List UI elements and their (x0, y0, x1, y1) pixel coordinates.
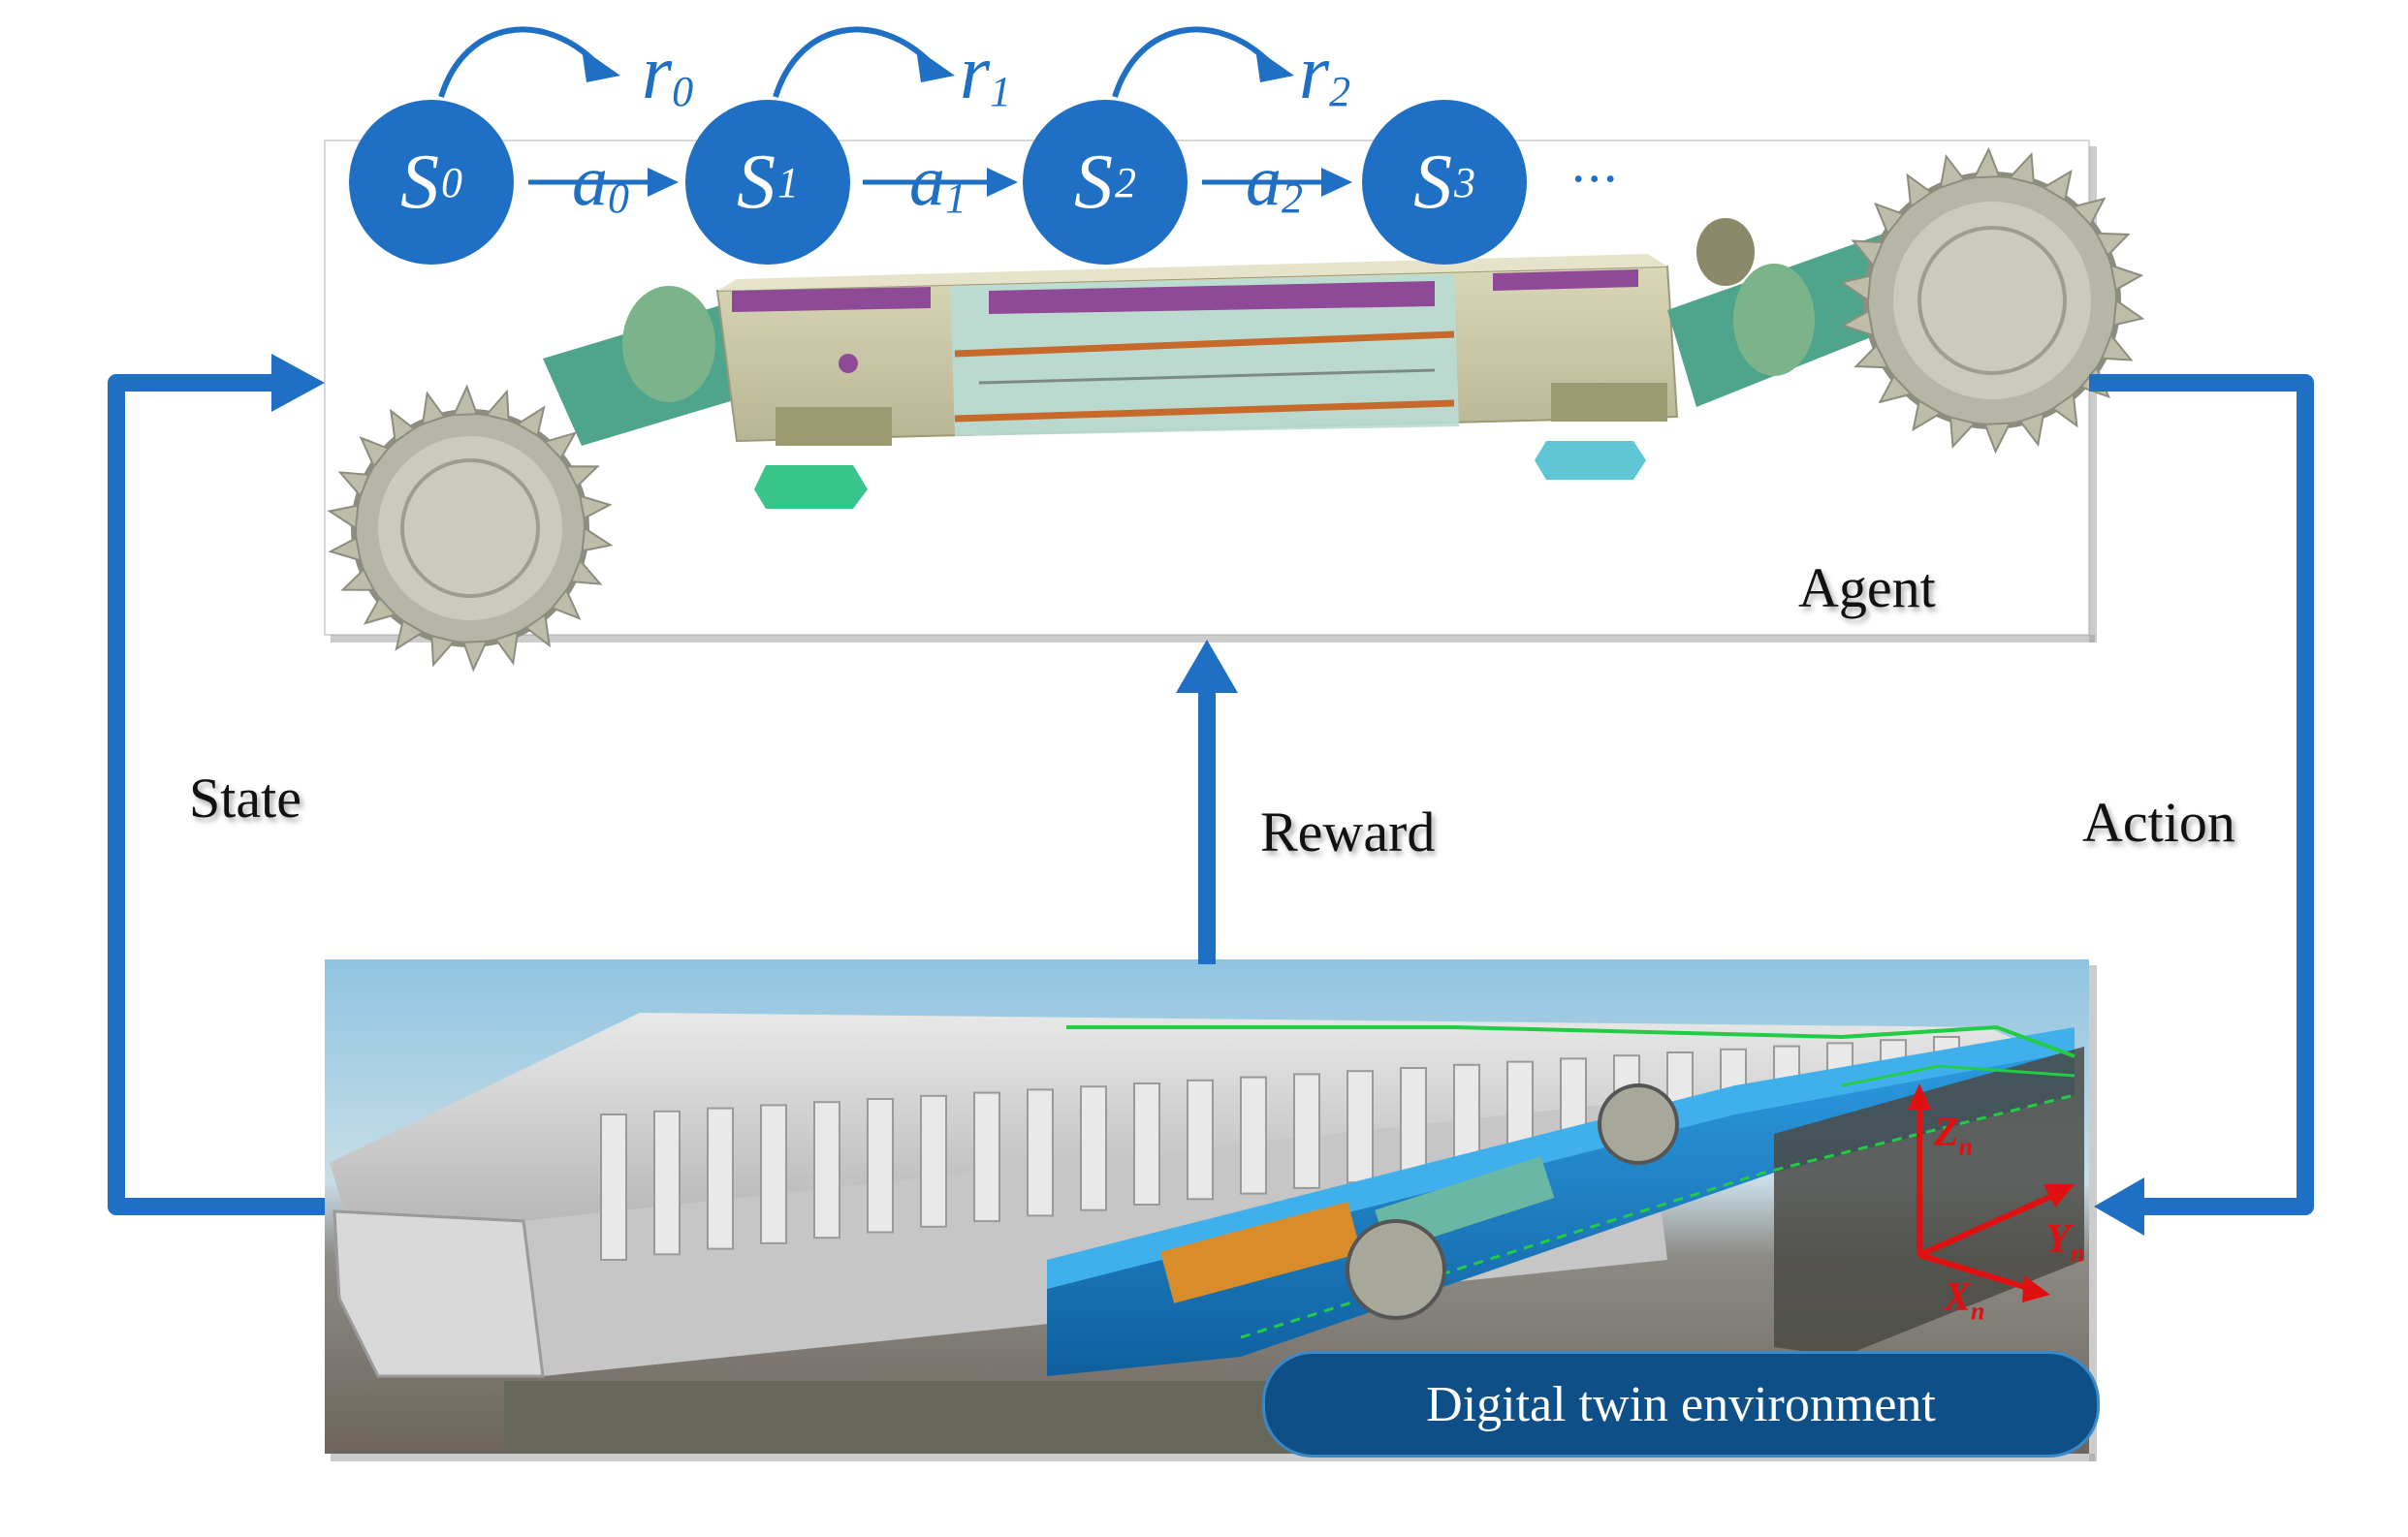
state-arrow (108, 374, 325, 1215)
support-leg (1400, 1067, 1427, 1178)
support-leg (920, 1094, 947, 1228)
support-leg (1240, 1076, 1267, 1195)
support-leg (760, 1104, 787, 1244)
drum-tooth (1840, 309, 1875, 337)
drum-tooth (2109, 264, 2144, 292)
agent-label: Agent (1798, 556, 1936, 619)
drum-tooth (1939, 153, 1966, 190)
drum-tooth (484, 389, 510, 423)
drum-tooth (1906, 173, 1933, 209)
drum-tooth (1874, 202, 1905, 235)
drum-tooth (578, 494, 613, 520)
drum-tooth (564, 465, 600, 488)
drum-tooth (2071, 197, 2107, 227)
action-label-2: a2 (1246, 141, 1303, 222)
drum-tooth (1878, 374, 1914, 404)
support-leg (1027, 1088, 1054, 1217)
support-leg (707, 1107, 734, 1250)
right-drum-teeth (1839, 146, 2145, 455)
drum-tooth (516, 405, 546, 438)
support-leg (1347, 1070, 1374, 1184)
support-leg (973, 1091, 1000, 1223)
drum-tooth (2042, 169, 2073, 203)
state-label: State (189, 767, 301, 830)
reward-label-1: r1 (960, 30, 1012, 115)
drum-tooth (337, 471, 371, 498)
drum-tooth (569, 558, 603, 585)
drum-tooth (395, 618, 425, 651)
drum-tooth (1851, 239, 1885, 267)
drum-tooth (461, 640, 489, 673)
drum-tooth (1949, 416, 1977, 449)
drum-tooth (550, 587, 582, 620)
drum-tooth (327, 504, 360, 530)
drum-tooth (359, 436, 391, 469)
drum-tooth (328, 536, 363, 562)
support-leg (1187, 1079, 1214, 1201)
support-leg (600, 1114, 627, 1261)
drum-tooth (1973, 146, 2001, 179)
reward-label-2: r2 (1299, 30, 1351, 115)
axis-x-label: Xn (1944, 1275, 1985, 1326)
drum-tooth (452, 384, 479, 417)
drum-tooth (389, 408, 416, 444)
chain-ellipsis: ··· (1570, 151, 1619, 209)
drum-tooth (363, 596, 397, 625)
action-label: Action (2082, 791, 2235, 854)
environment-badge: Digital twin environment (1262, 1351, 2100, 1458)
drum-tooth (1839, 274, 1872, 302)
drum-tooth (2095, 232, 2131, 258)
drum-tooth (2112, 298, 2145, 327)
drum-tooth (421, 391, 446, 426)
drum-tooth (1912, 398, 1943, 432)
longwall-face-environment-icon (330, 1013, 2084, 1454)
mdp-chain (438, 26, 1352, 197)
left-drum-teeth (327, 384, 614, 673)
axis-y-label: Yn (2045, 1217, 2085, 1268)
drum-tooth (2100, 333, 2134, 361)
drum-tooth (2018, 411, 2045, 448)
drum-tooth (1983, 422, 2012, 455)
support-leg (653, 1110, 681, 1256)
drum-tooth (430, 634, 457, 668)
action-label-0: a0 (572, 141, 629, 222)
drum-tooth (543, 431, 578, 460)
support-leg (1080, 1085, 1107, 1211)
action-arrow (2089, 374, 2314, 1215)
drum-tooth (581, 526, 614, 552)
support-leg (867, 1098, 894, 1234)
axis-z-label: Zn (1934, 1111, 1974, 1161)
drum-tooth (2008, 152, 2036, 185)
reward-label-0: r0 (642, 30, 694, 115)
reward-label: Reward (1260, 800, 1436, 863)
support-leg (1293, 1073, 1320, 1189)
drum-tooth (1854, 343, 1889, 369)
drum-tooth (340, 568, 376, 591)
drum-tooth (2051, 392, 2078, 428)
support-leg (1133, 1082, 1160, 1206)
coordinate-axes (1908, 1083, 2075, 1302)
support-leg (813, 1101, 840, 1239)
drum-tooth (494, 630, 520, 666)
action-label-1: a1 (909, 141, 966, 222)
drum-tooth (524, 612, 552, 648)
